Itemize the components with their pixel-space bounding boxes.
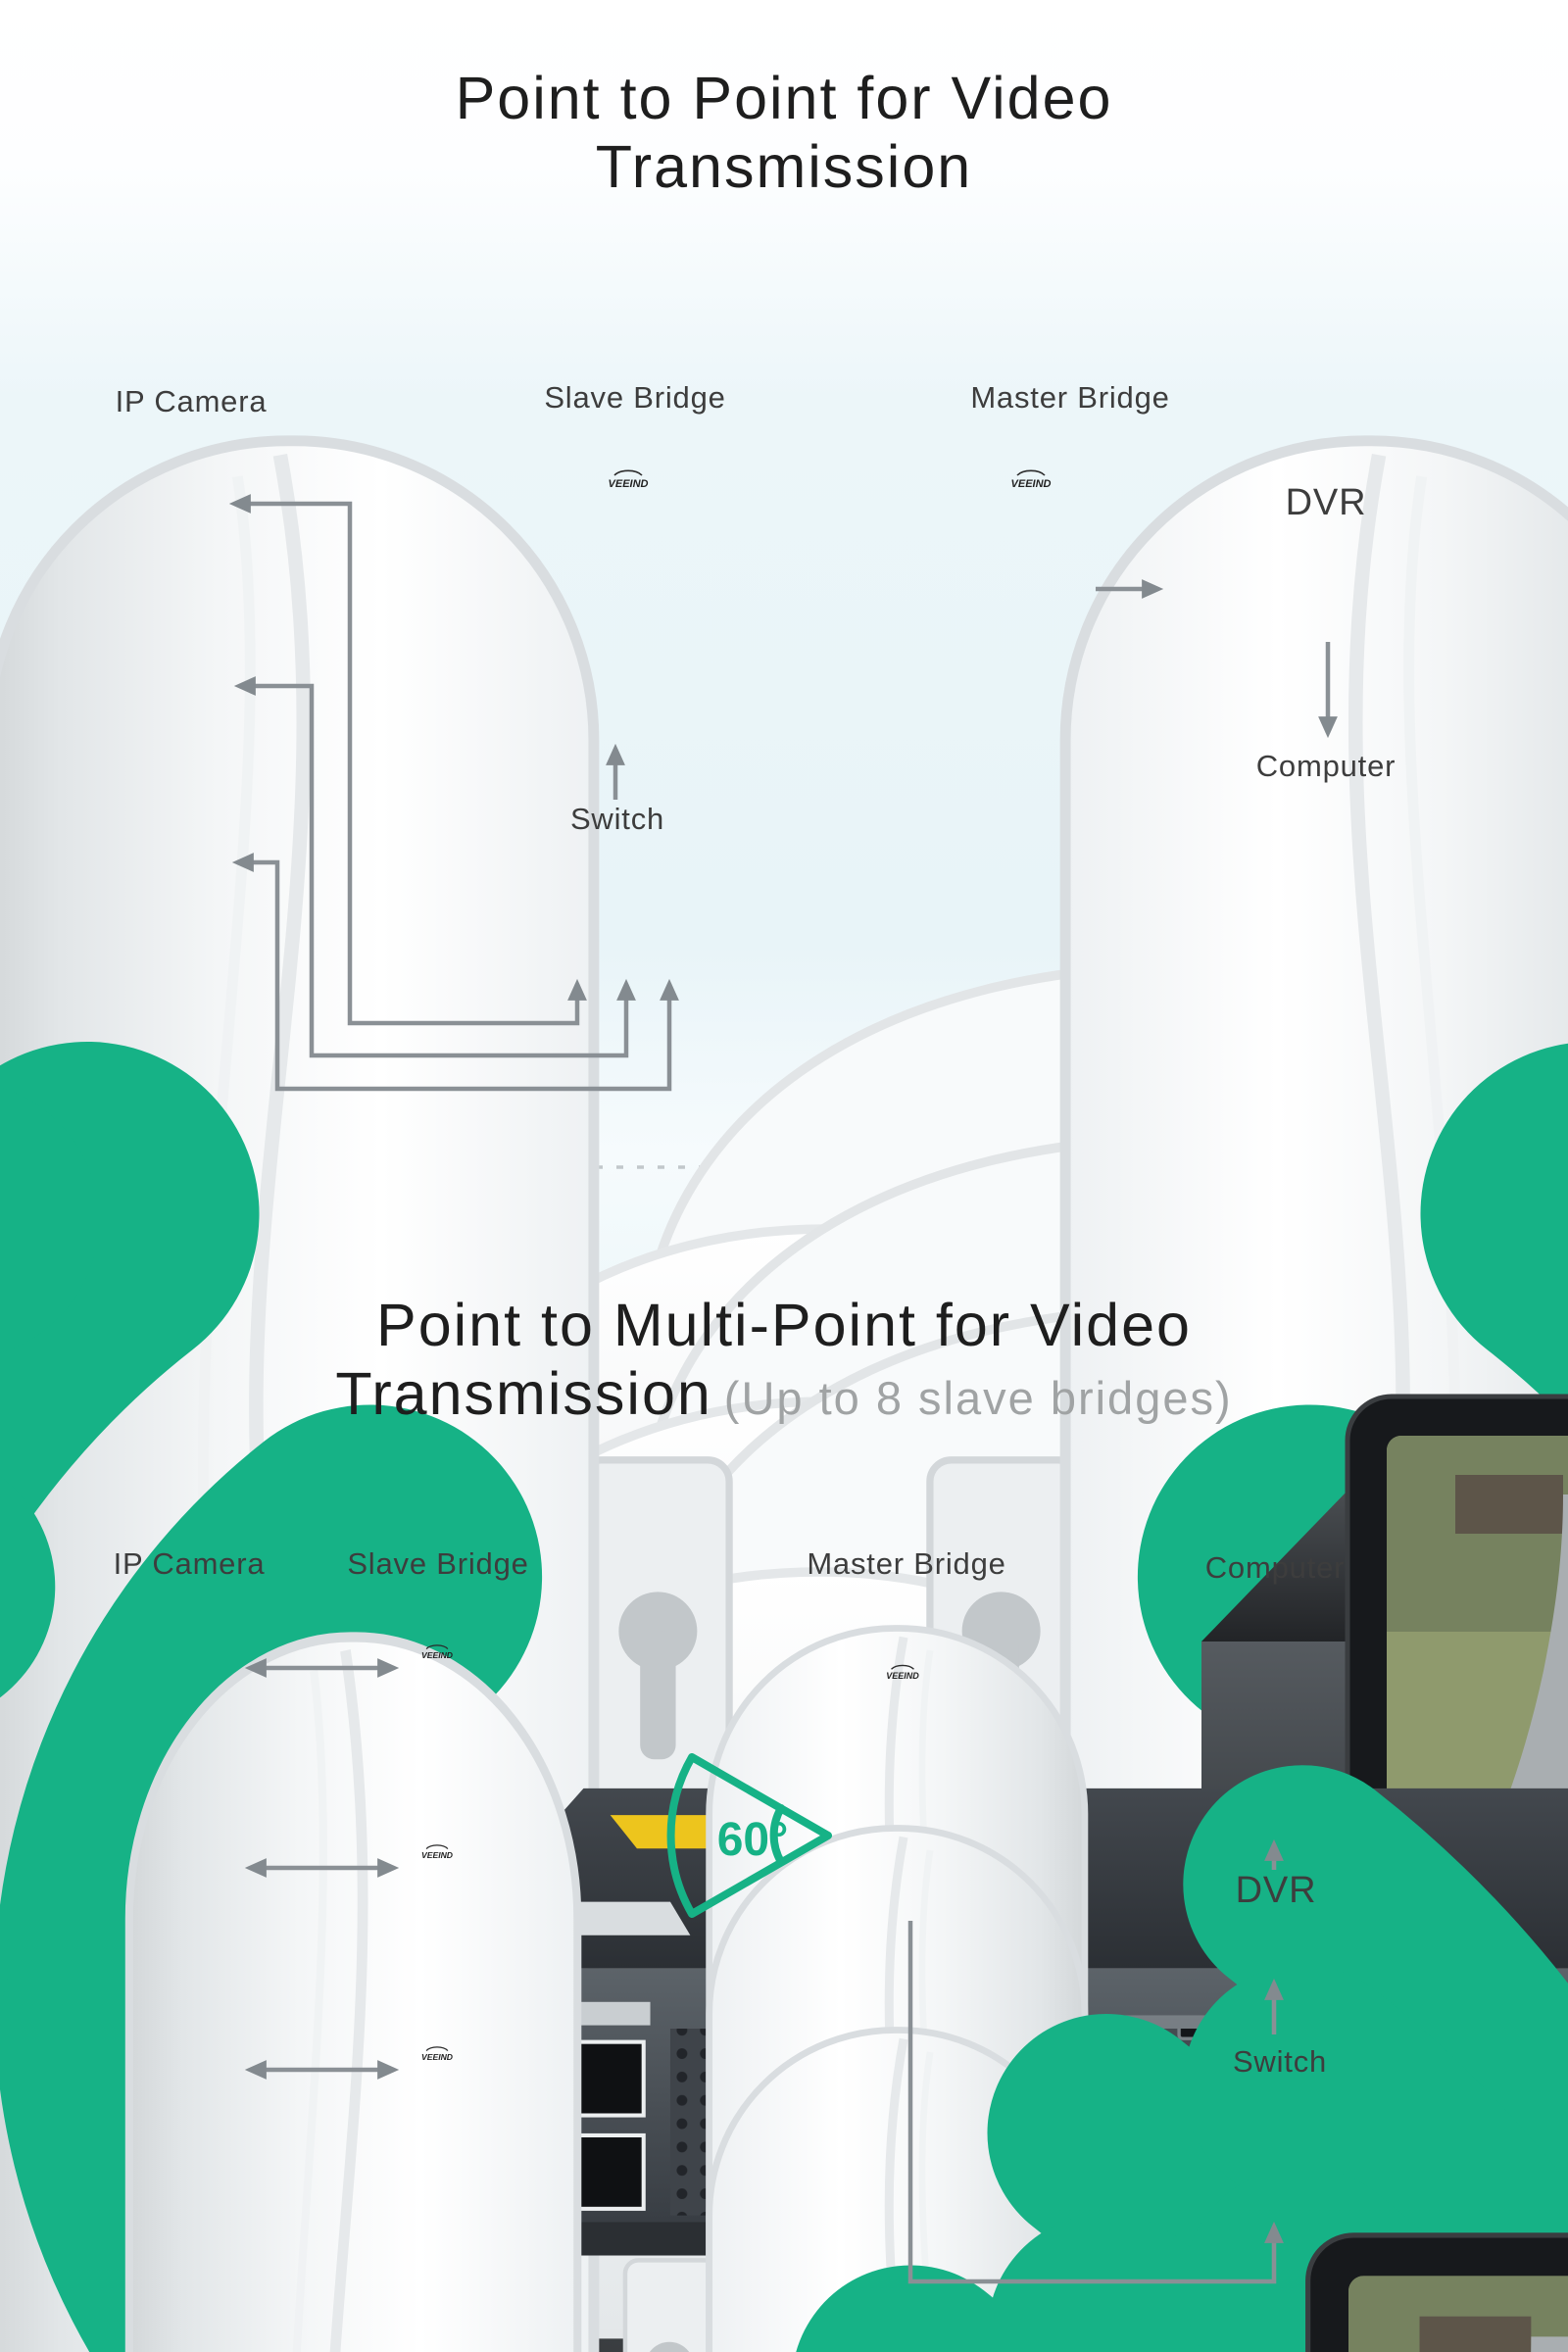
label-dvr-1: DVR [1285,482,1367,523]
brand-logo-master-2: VEEIND [886,1664,919,1681]
line-master-bridge-to-switch-2 [907,1921,1284,2284]
label-computer-1: Computer [1255,749,1396,783]
label-master-bridge-2: Master Bridge [807,1546,1006,1581]
label-switch-2: Switch [1232,2044,1328,2079]
svg-text:VEEIND: VEEIND [421,1850,453,1860]
connector-lines-section2 [244,1658,1284,2284]
line-camera1-to-switch [228,494,587,1026]
section1-title-line2: Transmission [595,132,973,200]
section2-title-line2: Transmission(Up to 8 slave bridges) [0,1360,1568,1429]
brand-logo-slave-2: VEEIND [421,1644,453,1660]
section2-title-line1: Point to Multi-Point for Video [376,1292,1192,1358]
label-computer-2: Computer [1204,1550,1346,1585]
beam-angle-60-icon: 60° [666,1753,832,1918]
label-switch-1: Switch [569,802,665,836]
section2-title-transmission: Transmission [335,1359,712,1427]
svg-text:VEEIND: VEEIND [421,2052,453,2062]
line-camera3-to-switch [231,853,679,1092]
brand-logos: VEEIND VEEIND VEEIND VEEIND VEEIND VEEIN… [421,469,1052,2062]
brand-logo-slave-1: VEEIND [609,469,649,490]
label-slave-bridge-1: Slave Bridge [544,380,726,415]
beam-angle-value: 60° [717,1814,789,1866]
svg-text:VEEIND: VEEIND [886,1671,919,1681]
label-dvr-2: DVR [1235,1870,1317,1911]
svg-text:VEEIND: VEEIND [421,1650,453,1660]
label-ip-camera-1: IP Camera [115,384,268,418]
section2-title-note: (Up to 8 slave bridges) [723,1371,1233,1424]
svg-text:VEEIND: VEEIND [1011,478,1052,490]
line-camera2-to-switch [233,676,636,1058]
svg-text:VEEIND: VEEIND [609,478,649,490]
brand-logo-slave-4: VEEIND [421,2046,453,2062]
section1-title: Point to Point for Video Transmission [0,65,1568,201]
section1-title-line1: Point to Point for Video [455,65,1113,131]
brand-logo-slave-3: VEEIND [421,1844,453,1860]
label-master-bridge-1: Master Bridge [970,380,1170,415]
connector-lines-section1 [228,494,1338,1092]
section2-title: Point to Multi-Point for Video Transmiss… [0,1292,1568,1428]
label-ip-camera-2: IP Camera [113,1546,266,1581]
label-slave-bridge-2: Slave Bridge [347,1546,529,1581]
brand-logo-master-1: VEEIND [1011,469,1052,490]
